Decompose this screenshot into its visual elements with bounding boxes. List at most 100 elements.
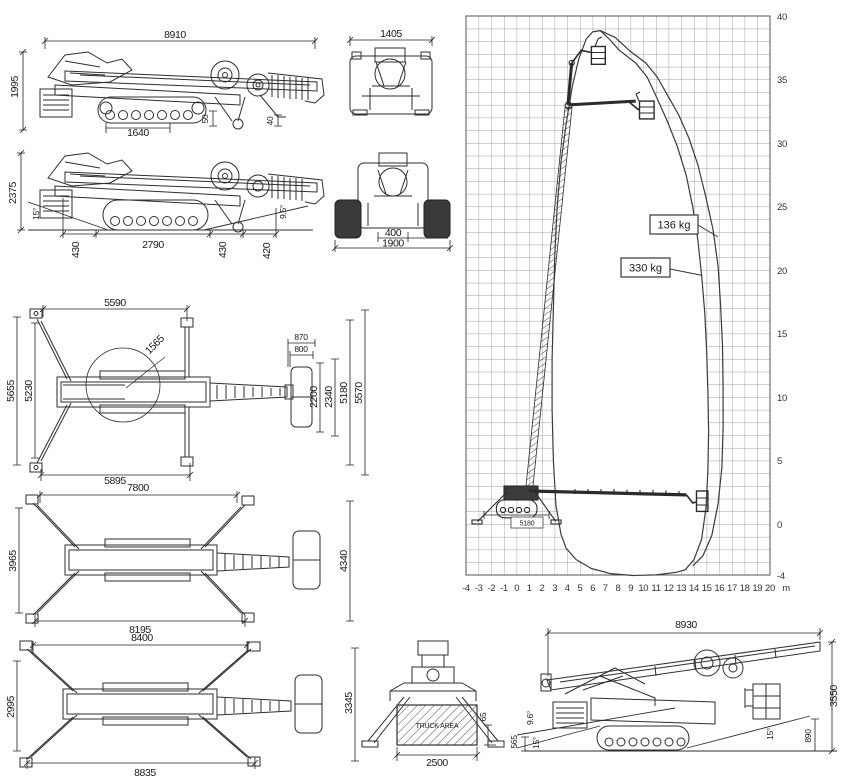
dim-width-bottom: 8195	[129, 624, 151, 635]
machine-silhouette-front	[349, 47, 433, 116]
x-tick: 8	[616, 583, 621, 594]
machine-silhouette-side	[39, 51, 325, 130]
side-gradeability-drawing: 2375 15° 9.5° 430 2790 430 420	[7, 149, 325, 259]
x-tick: 6	[590, 583, 595, 594]
x-tick: 16	[714, 583, 724, 594]
dim-span: 3965	[7, 550, 19, 572]
x-axis-labels: -4 -3 -2 -1 0 1 2 3 4 5 6 7 8 9 10 11 12…	[462, 583, 790, 594]
working-envelope-chart: 5180 136 kg 330 kg 40 35 30 25 20 15	[455, 5, 847, 610]
y-tick: 35	[777, 75, 787, 86]
dim-offset-end: 420	[261, 242, 273, 259]
envelope-curve-136kg	[599, 30, 724, 567]
dimension-lines	[521, 628, 836, 755]
y-tick: 10	[777, 393, 787, 404]
x-tick: 2	[540, 583, 545, 594]
angle-left: 15°	[31, 208, 41, 220]
dim-reach: 4340	[338, 550, 350, 572]
x-axis-unit: m	[782, 583, 790, 594]
dim-width-bottom: 8835	[134, 767, 156, 779]
dim-width: 1405	[380, 28, 402, 40]
front-track-drawing: 400 1900	[331, 152, 454, 252]
y-tick: -4	[777, 571, 785, 582]
x-tick: 19	[752, 583, 762, 594]
x-tick: 10	[638, 583, 648, 594]
x-tick: 17	[727, 583, 737, 594]
load-label-330: 330 kg	[629, 263, 662, 275]
dim-tail-radius: 1565	[143, 333, 167, 357]
x-tick: -2	[487, 583, 495, 594]
y-tick: 5	[777, 456, 782, 467]
angle-right: 9.5°	[278, 205, 288, 219]
x-tick: 20	[765, 583, 775, 594]
dim-width-top: 5590	[104, 297, 126, 309]
front-travel-drawing: 1405	[346, 28, 436, 116]
dimension-lines	[13, 305, 369, 481]
dim-b: 2340	[323, 386, 335, 408]
machine-silhouette-side	[39, 152, 325, 233]
dim-height: 3550	[828, 685, 840, 707]
machine-silhouette-top	[29, 308, 313, 473]
dim-overall-length: 8910	[164, 29, 186, 41]
truck-area: TRUCK AREA	[396, 704, 478, 746]
side-transport-drawing: 8930 3550 890 565 9.6° 15° 15°	[509, 619, 840, 755]
dim-d: 5570	[353, 382, 365, 404]
base-width-label: 5180	[520, 521, 535, 528]
dim-height: 2375	[8, 182, 19, 204]
x-tick: 11	[651, 583, 660, 594]
side-travel-drawing: 8910 1995 1640 50 40	[9, 29, 325, 139]
dim-span-inner: 5230	[23, 380, 35, 402]
x-tick: 7	[603, 583, 608, 594]
x-tick: 15	[702, 583, 712, 594]
x-tick: 3	[552, 583, 557, 594]
envelope-chart-svg: 5180 136 kg 330 kg 40 35 30 25 20 15	[462, 12, 790, 594]
dimension-lines	[13, 641, 359, 769]
dim-height: 65	[478, 712, 488, 721]
load-callout-136: 136 kg	[649, 214, 719, 238]
dim-track-span: 2790	[142, 239, 164, 251]
view-top-mid: 7800 3965 8195 4340	[5, 482, 400, 640]
view-side-transport: 8930 3550 890 565 9.6° 15° 15°	[505, 598, 847, 779]
machine-silhouette-front	[334, 152, 451, 239]
machine-silhouette-base	[471, 107, 709, 525]
front-outrigger-drawing: TRUCK AREA 65 2500	[361, 640, 505, 769]
dimension-lines	[331, 232, 454, 252]
angle-front: 9.6°	[525, 711, 535, 725]
truck-area-label: TRUCK AREA	[416, 723, 459, 730]
view-side-gradeability: 2375 15° 9.5° 430 2790 430 420	[7, 138, 333, 268]
dim-offset-left: 430	[70, 241, 82, 258]
dim-front-height: 565	[509, 735, 519, 749]
dim-width: 1900	[382, 238, 404, 250]
view-front-outrigger: TRUCK AREA 65 2500	[360, 635, 505, 779]
angle-rear: 15°	[765, 728, 775, 740]
machine-silhouette-top	[19, 640, 323, 768]
dim-basket-inner: 800	[294, 344, 308, 354]
y-tick: 30	[777, 139, 787, 150]
view-top-narrow: 5590 1565 5655 5230 5895 870 800 2200 23…	[5, 295, 400, 490]
x-tick: 13	[676, 583, 686, 594]
dim-rear-height: 890	[803, 729, 813, 743]
base-width-dim: 5180	[483, 511, 550, 529]
dim-a: 2200	[308, 386, 320, 408]
x-tick: 14	[689, 583, 699, 594]
dim-c: 5180	[338, 382, 350, 404]
x-tick: 9	[628, 583, 633, 594]
dim-clearance-a: 50	[200, 114, 210, 123]
dim-length: 8930	[675, 619, 697, 631]
top-wide-drawing: 8400 2995 8835 3345	[5, 632, 359, 779]
dim-width: 2500	[426, 757, 448, 769]
x-tick: 12	[664, 583, 674, 594]
y-tick: 40	[777, 12, 787, 23]
x-tick: -4	[462, 583, 470, 594]
top-mid-drawing: 7800 3965 8195 4340	[7, 482, 354, 636]
dim-offset-right: 430	[217, 241, 229, 258]
x-tick: 1	[527, 583, 532, 594]
dim-track-width: 400	[385, 227, 402, 239]
y-tick: 15	[777, 329, 787, 340]
dim-track-length: 1640	[127, 127, 149, 137]
dim-overall-height: 1995	[10, 76, 21, 98]
view-side-travel: 8910 1995 1640 50 40	[9, 25, 335, 142]
load-callout-330: 330 kg	[620, 257, 702, 278]
x-tick: -3	[475, 583, 483, 594]
dim-width-top: 8400	[131, 633, 153, 644]
y-tick: 0	[777, 520, 782, 531]
